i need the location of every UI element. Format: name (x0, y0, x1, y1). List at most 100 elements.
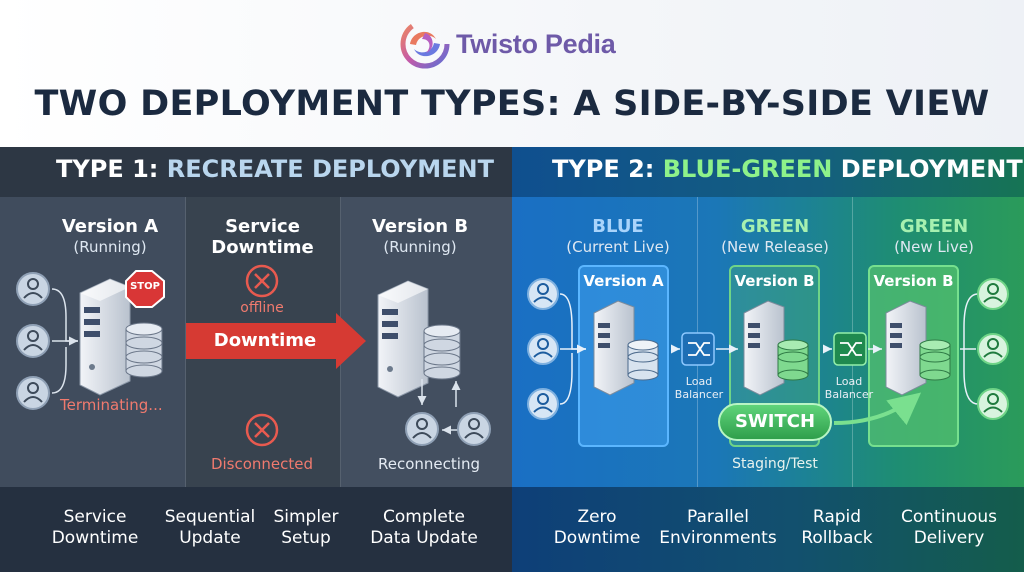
database-icon (423, 324, 461, 380)
user-icon (977, 278, 1009, 310)
feature-line: Sequential (164, 507, 256, 527)
user-icon (16, 376, 50, 410)
stage-green-new-release: GREEN(New Release) (705, 216, 845, 258)
server-icon (79, 278, 131, 396)
feature-line: Downtime (51, 528, 139, 548)
stage-green-new-live: GREEN(New Live) (864, 216, 1004, 258)
feature-line: Setup (281, 528, 331, 548)
blue-green-title-highlight: BLUE-GREEN (662, 155, 833, 183)
server-icon (743, 300, 785, 396)
stage-version-a: Version A(Running) (40, 216, 180, 258)
downtime-arrow (186, 313, 366, 369)
switch-arrow (833, 392, 922, 426)
feature-line: Data Update (370, 528, 478, 548)
database-icon (125, 322, 163, 378)
logo[interactable]: Twisto Pedia (400, 14, 640, 74)
user-icon (16, 272, 50, 306)
database-icon (919, 339, 951, 381)
feature-line: Rapid (812, 507, 862, 527)
recreate-diagram (16, 264, 491, 447)
load-balancer-label: Load Balancer (824, 375, 874, 401)
load-balancer-label: Load Balancer (674, 375, 724, 401)
feature-line: Downtime (553, 528, 641, 548)
user-icon (16, 324, 50, 358)
blue-green-title-prefix: TYPE 2: (552, 155, 663, 183)
stage-sub: Downtime (211, 237, 314, 258)
recreate-title-bar (0, 147, 512, 197)
downtime-arrow-label: Downtime (213, 330, 317, 351)
load-balancer-icon (681, 332, 715, 366)
user-icon (527, 278, 559, 310)
disconnected-label: Disconnected (210, 455, 314, 473)
logo-text: Twisto Pedia (456, 28, 616, 59)
feature-line: Continuous (900, 507, 997, 527)
feature-line: Environments (659, 528, 777, 548)
feature-line: Delivery (913, 528, 985, 548)
header (0, 0, 1024, 147)
switch-button[interactable]: SWITCH (718, 403, 832, 441)
database-icon (777, 339, 809, 381)
offline-label: offline (240, 300, 284, 316)
recreate-features-bar (0, 487, 512, 572)
stage-name: Version B (371, 216, 469, 237)
offline-x-icon (245, 264, 279, 298)
blue-green-title-suffix: DEPLOYMENT (832, 155, 1023, 183)
version-a-box-label: Version A (583, 272, 664, 290)
server-icon (885, 300, 927, 396)
feature-line: Parallel (687, 507, 749, 527)
stage-sub: (Current Live) (566, 238, 670, 256)
stage-sub: (Running) (383, 238, 457, 256)
database-icon (627, 339, 659, 381)
twisto-logo-icon (400, 19, 450, 69)
stage-version-b: Version B(Running) (345, 216, 495, 258)
feature-line: Zero (577, 507, 617, 527)
terminating-label: Terminating... (60, 396, 163, 414)
disconnected-x-icon (245, 413, 279, 447)
user-icon (977, 388, 1009, 420)
stage-sub: (New Live) (894, 238, 974, 256)
recreate-title-prefix: TYPE 1: (56, 155, 167, 183)
stage-name: BLUE (592, 216, 644, 237)
recreate-title: TYPE 1: RECREATE DEPLOYMENT (56, 155, 494, 183)
feature-line: Service (63, 507, 127, 527)
blue-green-diagram (527, 278, 1009, 426)
staging-label: Staging/Test (732, 456, 818, 472)
stage-sub: (Running) (73, 238, 147, 256)
divider (185, 197, 186, 487)
load-balancer-icon (833, 332, 867, 366)
reconnecting-label: Reconnecting (378, 455, 480, 473)
version-b-box-label: Version B (734, 272, 815, 290)
stage-sub: (New Release) (721, 238, 829, 256)
stop-sign-icon (125, 270, 165, 308)
blue-green-features-bar (512, 487, 1024, 572)
blue-green-title-bar (512, 147, 1024, 197)
stage-name: Service (225, 216, 300, 237)
page-title: TWO DEPLOYMENT TYPES: A SIDE-BY-SIDE VIE… (34, 84, 990, 124)
version-b-live-box-label: Version B (873, 272, 954, 290)
user-icon (405, 412, 439, 446)
stage-name: GREEN (740, 216, 810, 237)
user-icon (457, 412, 491, 446)
feature-line: Simpler (273, 507, 339, 527)
recreate-title-highlight: RECREATE DEPLOYMENT (166, 155, 494, 183)
user-icon (527, 388, 559, 420)
user-icon (977, 333, 1009, 365)
server-icon (377, 280, 429, 398)
feature-line: Update (179, 528, 241, 548)
server-icon (593, 300, 635, 396)
feature-line: Rollback (801, 528, 873, 548)
user-icon (527, 333, 559, 365)
stage-name: GREEN (899, 216, 969, 237)
stop-label: STOP (130, 281, 160, 292)
blue-green-title: TYPE 2: BLUE-GREEN DEPLOYMENT (552, 155, 1023, 183)
feature-line: Complete (383, 507, 465, 527)
